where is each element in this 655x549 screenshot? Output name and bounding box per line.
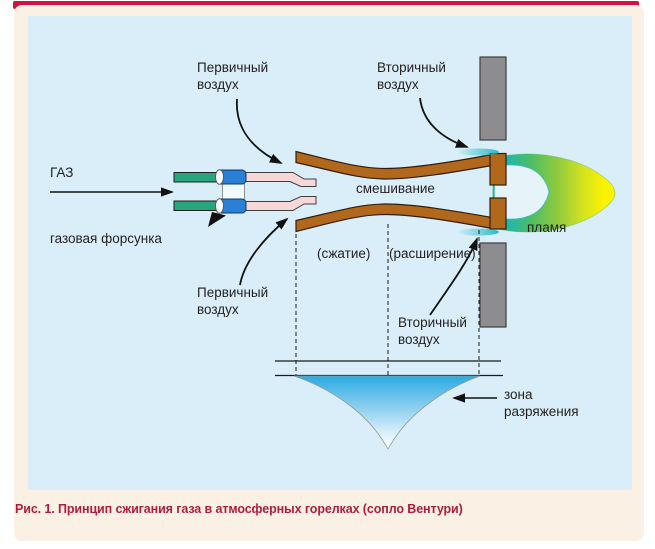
venturi-flange-top (489, 152, 507, 186)
injector-cap-bottom (215, 198, 224, 214)
burner-plate-top (479, 56, 507, 141)
figure-caption: Рис. 1. Принцип сжигания газа в атмосфер… (15, 502, 463, 516)
venturi-wall-bottom (295, 203, 493, 233)
primary-air-bottom-label: Первичный воздух (197, 285, 269, 317)
mixing-label: смешивание (356, 181, 435, 196)
injector-cap-top (215, 169, 224, 185)
gas-nozzle-label: газовая форсунка (50, 231, 162, 246)
flame-wisp-top (457, 148, 499, 156)
primary-air-bottom-arrow (239, 217, 289, 286)
secondary-air-top-arrow (419, 97, 469, 148)
vacuum-zone-curve (293, 375, 481, 450)
injector-pointer-triangle (208, 212, 226, 227)
vacuum-zone-label: зона разряжения (504, 387, 579, 419)
secondary-air-bottom-arrow (429, 237, 478, 316)
venturi-flange-bottom (489, 197, 507, 230)
injector-tube-pink-top (245, 172, 317, 187)
injector-tube-green-bottom (173, 200, 219, 211)
secondary-air-top-label: Вторичный воздух (377, 60, 446, 92)
expansion-label: (расширение) (389, 246, 476, 261)
primary-air-top-arrow (236, 98, 283, 164)
flame-label: пламя (527, 220, 567, 235)
compression-label: (сжатие) (317, 246, 371, 261)
gas-label: ГАЗ (50, 165, 74, 180)
primary-air-top-label: Первичный воздух (197, 60, 269, 92)
injector-tube-pink-bottom (245, 196, 317, 211)
venturi-wall-top (295, 150, 493, 180)
diagram-panel (28, 16, 632, 490)
flame-inner-cone (493, 164, 550, 220)
flame-wisp-bottom (457, 228, 499, 236)
injector-tube-green-top (173, 172, 219, 183)
secondary-air-bottom-label: Вторичный воздух (398, 315, 467, 347)
injector-bracket (222, 183, 245, 200)
burner-plate-bottom (479, 242, 507, 328)
